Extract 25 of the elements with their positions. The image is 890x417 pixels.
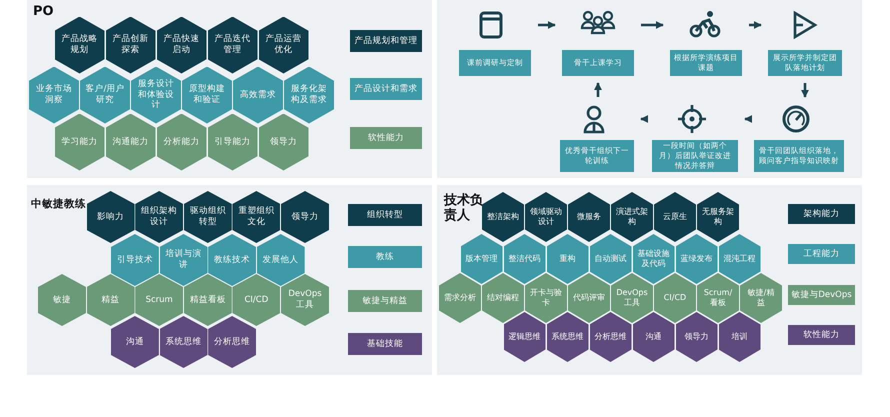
legend-key: 教练 (348, 246, 422, 268)
panel-background (27, 185, 432, 375)
legend-key: 产品设计和需求 (350, 78, 422, 100)
legend-key: 软性能力 (350, 127, 422, 149)
panel-title: 中敏捷教练 (31, 197, 87, 212)
panel-background (437, 0, 862, 178)
legend-key: 软性能力 (788, 325, 855, 345)
legend-key: 基础技能 (348, 333, 422, 355)
arrow (538, 21, 556, 29)
panel-title: PO (33, 4, 55, 19)
legend-key: 工程能力 (788, 244, 855, 264)
arrow (640, 115, 648, 123)
panel-title: 技术负责人 (444, 193, 484, 223)
arrow (594, 82, 602, 97)
panel-background (27, 0, 432, 178)
legend-key: 敏捷与精益 (348, 290, 422, 312)
arrow (744, 115, 752, 123)
arrow (641, 21, 664, 29)
arrow (801, 83, 809, 98)
legend-key: 敏捷与DevOps (788, 285, 855, 305)
legend-key: 架构能力 (788, 204, 855, 224)
legend-key: 组织转型 (348, 204, 422, 226)
arrow (749, 21, 762, 29)
panel-background (437, 185, 862, 375)
legend-key: 产品规划和管理 (350, 30, 422, 52)
